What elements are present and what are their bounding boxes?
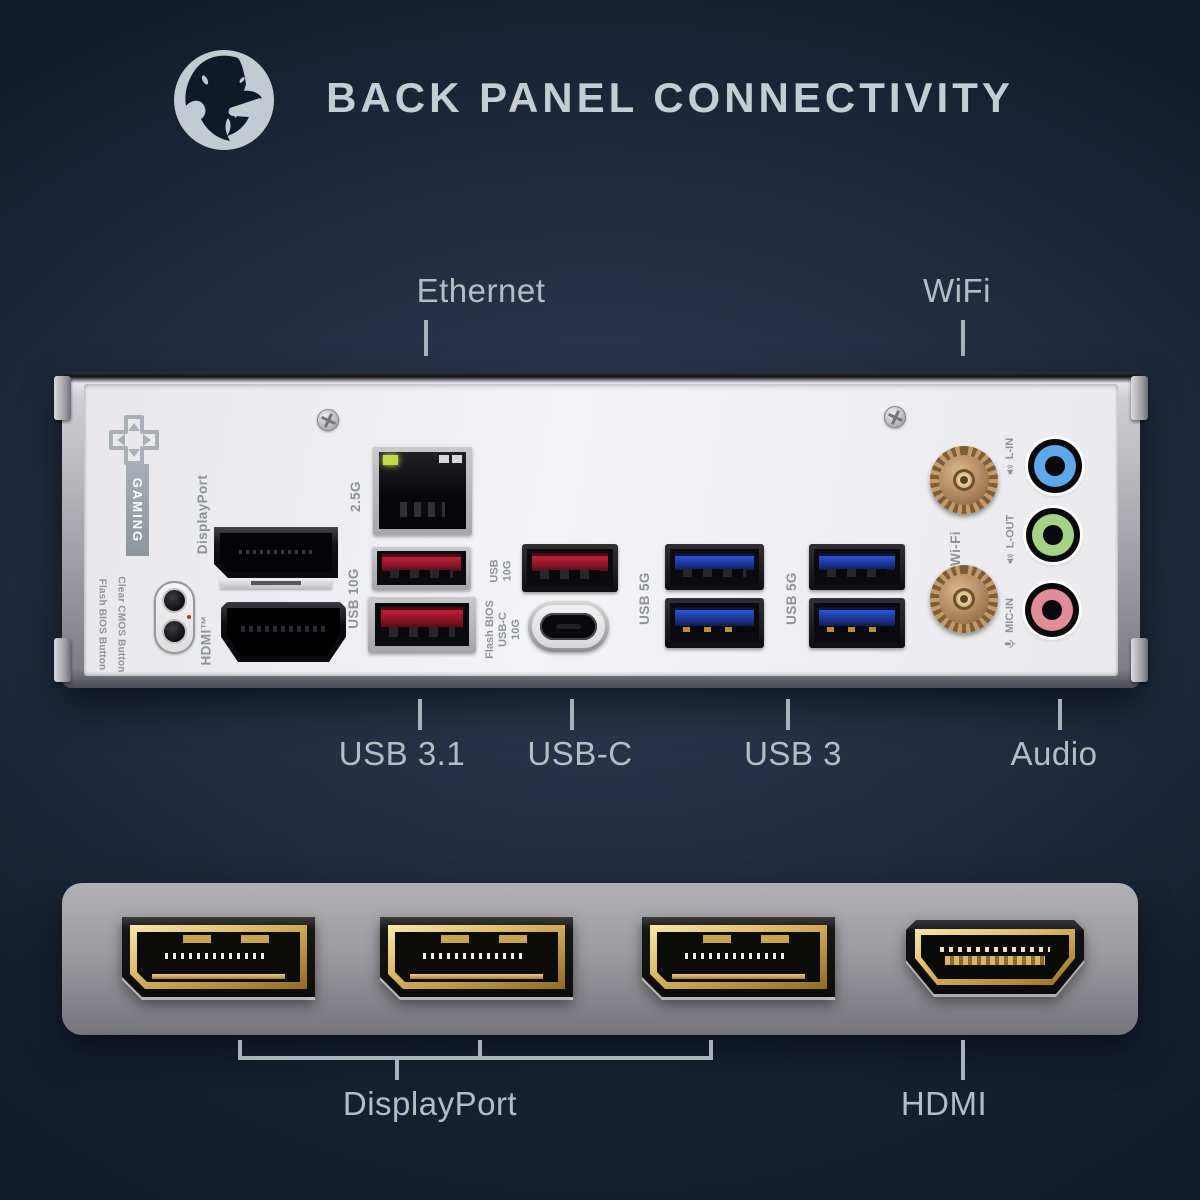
usb-a-port-blue [809,544,905,590]
io-panel: GAMING Flash BIOS Button Clear CMOS Butt… [54,372,1148,688]
usb5g-label: USB 5G [783,571,799,625]
video-port-strip [62,883,1138,1035]
callout-wifi-label: WiFi [923,272,991,309]
audio-jack-mic-in [1025,583,1079,637]
gaming-dpad-icon [108,414,160,471]
wifi-antenna-connector [930,446,998,514]
displayport-bracket-tick [709,1040,713,1056]
bios-buttons [154,581,195,654]
displayport-bracket-stem [395,1060,399,1080]
wifi-antenna-connector [930,565,998,633]
ethernet-contact [439,455,449,463]
speaker-icon [1006,465,1014,475]
mic-in-label: MIC-IN [1000,576,1020,672]
lan-speed-label: 2.5G [347,480,363,512]
callout-hdmi-label: HDMI [900,1085,988,1122]
screw-icon [317,409,339,431]
usb-a-port-red [368,596,476,653]
gaming-emblem-label: GAMING [130,477,146,543]
displayport-bracket-line [238,1056,713,1060]
usb-c-port [528,601,609,652]
audio-jack-line-out [1026,508,1080,562]
hdmi-connector-gold [906,920,1084,994]
clear-cmos-button-label: Clear CMOS Button [115,575,127,673]
callout-usb31-line [418,699,422,730]
callout-audio-line [1058,699,1062,730]
callout-hdmi-line [961,1040,965,1080]
gaming-emblem-bar: GAMING [126,464,149,556]
io-shield-tab [54,638,71,682]
callout-usb3-label: USB 3 [744,735,842,772]
ethernet-led [383,455,398,465]
flash-bios-usbc-label: Flash BIOS USB-C 10G [483,599,522,659]
callout-ethernet-label: Ethernet [416,272,546,309]
ethernet-contact [452,455,462,463]
callout-displayport-label: DisplayPort [342,1085,518,1122]
callout-usbc-line [570,699,574,730]
callout-usbc-label: USB-C [527,735,633,772]
flash-bios-button [164,590,185,611]
usb-a-port-blue [665,598,764,648]
hdmi-port [221,602,346,662]
displayport-bracket-tick [478,1040,482,1056]
callout-ethernet-line [424,320,428,356]
page-title: BACK PANEL CONNECTIVITY [326,74,1014,121]
callout-wifi-line [961,320,965,356]
usb-a-port-red [372,546,471,590]
displayport-connector-gold [122,917,315,997]
ethernet-port [373,446,472,535]
line-out-label: L-OUT [1000,494,1020,586]
displayport-port-lip [220,578,332,589]
io-shield-tab [1131,376,1148,420]
displayport-connector-gold [380,917,573,997]
usb10g-label: USB 10G [345,567,361,629]
displayport-port [214,527,338,578]
button-indicator-dot [187,615,191,619]
io-shield-tab [54,376,71,420]
callout-usb3-line [786,699,790,730]
usb-a-port-blue [809,598,905,648]
usb10g-2line-label: USB 10G [488,559,514,583]
usb5g-label: USB 5G [636,571,652,625]
audio-jack-line-in [1028,439,1082,493]
hdmi-port-label: HDMI™ [198,615,214,665]
displayport-bracket-tick [238,1040,242,1056]
callout-audio-label: Audio [1010,735,1098,772]
usb-a-port-blue [665,544,764,590]
line-in-label: L-IN [1000,422,1020,492]
msi-dragon-icon [174,50,274,150]
screw-icon [884,406,906,428]
flash-bios-button-label: Flash BIOS Button [96,578,108,670]
displayport-port-label: DisplayPort [195,474,211,555]
displayport-connector-gold [642,917,835,997]
clear-cmos-button [164,621,185,642]
mic-icon [1005,639,1016,648]
callout-usb31-label: USB 3.1 [338,735,466,772]
io-shield-tab [1131,638,1148,682]
usb-a-port-red [522,544,618,592]
speaker-icon [1006,554,1014,564]
